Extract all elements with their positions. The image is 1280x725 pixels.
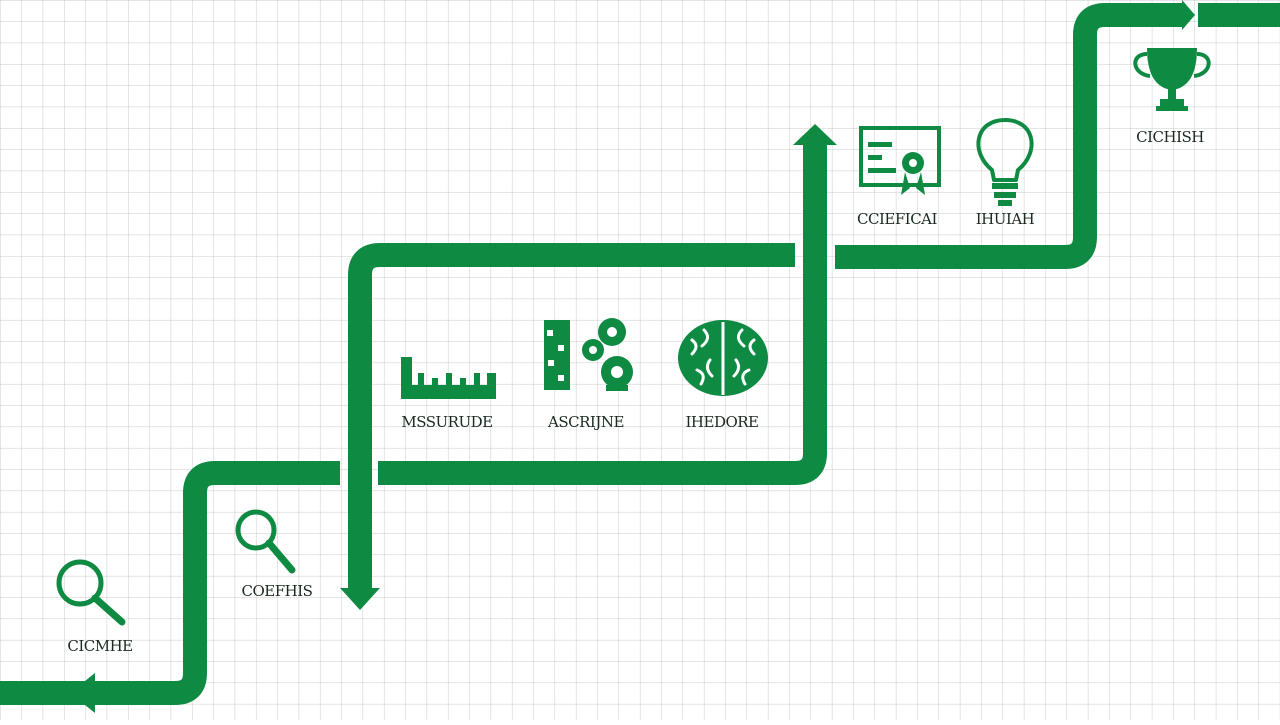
magnifier-icon [56, 559, 126, 626]
arrowhead-up [793, 124, 837, 145]
arrowheads [70, 0, 1195, 713]
certificate-icon [859, 126, 941, 195]
stage-6: CCIEFICAI [857, 126, 941, 228]
stage-7-label: IHUIAH [976, 210, 1035, 228]
ruler-icon [401, 357, 496, 399]
arrowhead-right [1182, 0, 1195, 30]
gears-icon [544, 318, 633, 391]
stage-3-label: MSSURUDE [401, 413, 492, 431]
path-segment-3 [378, 145, 827, 485]
stage-2-label: COEFHIS [242, 582, 313, 600]
stage-8: CICHISH [1133, 48, 1211, 146]
magnifier-icon [235, 509, 296, 574]
trophy-icon [1133, 48, 1211, 111]
stage-5-label: IHEDORE [685, 413, 758, 431]
stage-4: ASCRIJNE [544, 318, 633, 431]
process-path [0, 3, 1280, 705]
stage-6-label: CCIEFICAI [857, 210, 937, 228]
stage-8-label: CICHISH [1136, 128, 1204, 146]
path-segment-2 [348, 243, 795, 590]
arrowhead-down [340, 588, 380, 610]
path-segment-4 [835, 3, 1185, 269]
stage-5: IHEDORE [678, 320, 768, 431]
stage-1: CICMHE [56, 559, 133, 655]
stage-2: COEFHIS [235, 509, 313, 600]
stage-4-label: ASCRIJNE [547, 413, 624, 431]
stage-7: IHUIAH [976, 118, 1035, 228]
stage-1-label: CICMHE [67, 637, 132, 655]
lightbulb-icon [976, 118, 1034, 206]
path-segment-1 [0, 461, 340, 705]
arrowhead-left [70, 673, 95, 713]
brain-icon [678, 320, 768, 396]
stage-3: MSSURUDE [401, 357, 496, 431]
